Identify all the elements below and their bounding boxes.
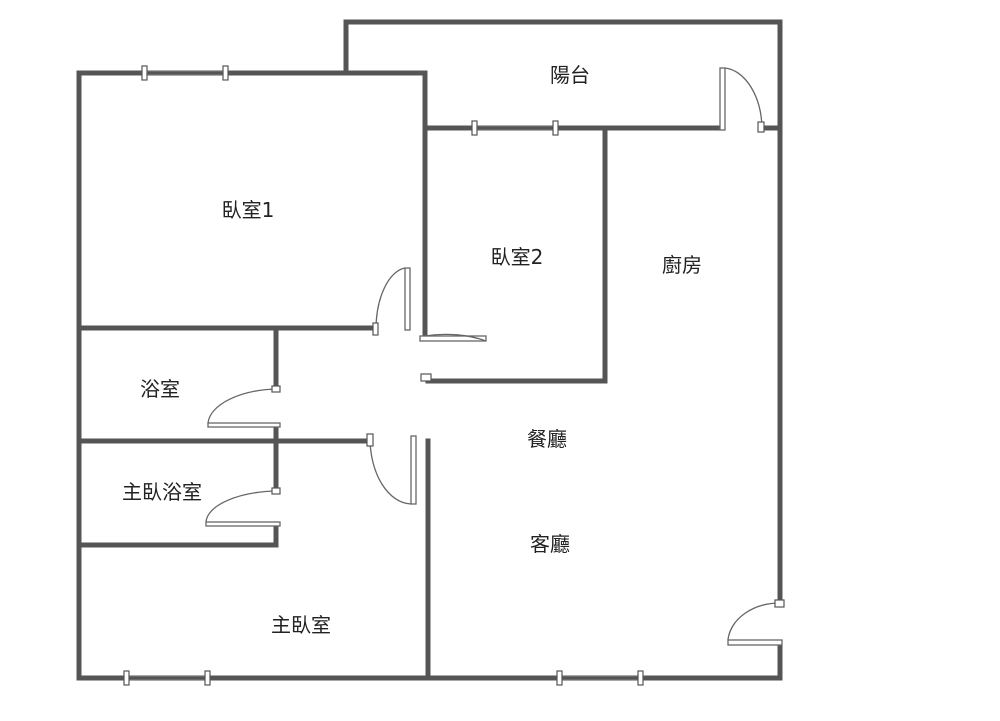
outer-wall-left xyxy=(76,70,433,681)
doors xyxy=(205,67,785,646)
window-master-bedroom xyxy=(123,670,211,686)
label-dining: 餐廳 xyxy=(527,427,567,451)
windows xyxy=(123,65,644,686)
door-bathroom xyxy=(207,385,281,428)
label-balcony: 陽台 xyxy=(550,63,590,87)
label-bedroom1: 臥室1 xyxy=(222,198,275,222)
label-bathroom: 浴室 xyxy=(140,377,180,401)
door-entrance xyxy=(727,599,785,646)
label-master-bath: 主臥浴室 xyxy=(122,480,202,504)
door-bedroom2 xyxy=(419,333,487,382)
room-labels: 陽台 臥室1 臥室2 廚房 浴室 餐廳 主臥浴室 客廳 主臥室 xyxy=(122,63,702,637)
bedroom2-wall xyxy=(425,125,608,384)
label-master-bedroom: 主臥室 xyxy=(271,613,331,637)
door-balcony xyxy=(719,67,765,133)
balcony-wall xyxy=(343,19,783,131)
label-living: 客廳 xyxy=(530,532,570,556)
walls xyxy=(76,19,783,681)
window-bedroom2 xyxy=(471,120,559,136)
door-master-bath xyxy=(205,487,281,527)
door-bedroom1 xyxy=(372,267,411,336)
label-bedroom2: 臥室2 xyxy=(491,245,544,269)
label-kitchen: 廚房 xyxy=(662,253,702,277)
window-living-room xyxy=(556,670,644,686)
window-bedroom1 xyxy=(141,65,229,81)
door-master-bedroom xyxy=(366,433,417,505)
